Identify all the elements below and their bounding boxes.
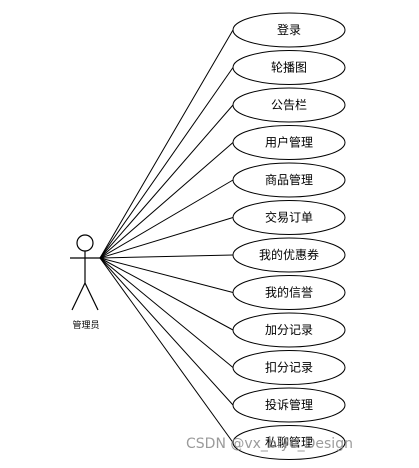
association-line: [99, 257, 234, 293]
use-case-ellipse: [232, 50, 346, 85]
association-lines: [99, 29, 234, 443]
use-case: 投诉管理: [232, 387, 346, 423]
association-line: [99, 217, 234, 259]
use-case: 登录: [232, 12, 346, 48]
use-case: 交易订单: [232, 200, 346, 235]
use-case-ellipse: [232, 12, 346, 48]
use-case-ellipse: [232, 125, 346, 160]
use-case-ellipse: [232, 387, 346, 423]
actor-head: [76, 234, 94, 252]
association-line: [99, 179, 234, 259]
use-case: 私聊管理: [232, 425, 346, 460]
use-case-label: 私聊管理: [265, 435, 313, 450]
use-case-label: 我的优惠券: [259, 247, 319, 262]
use-case-label: 公告栏: [271, 97, 307, 112]
use-case: 轮播图: [232, 50, 346, 85]
use-case-ellipse: [232, 350, 346, 385]
use-case: 用户管理: [232, 125, 346, 160]
use-case-ellipse: [232, 200, 346, 235]
association-line: [99, 104, 234, 259]
use-case-ellipse: [232, 312, 346, 348]
association-line: [99, 257, 234, 406]
association-line: [99, 257, 234, 368]
use-case-label: 我的信誉: [265, 285, 313, 300]
association-line: [99, 67, 234, 259]
use-case: 扣分记录: [232, 350, 346, 385]
use-case-ellipse: [232, 237, 346, 273]
use-cases: 登录轮播图公告栏用户管理商品管理交易订单我的优惠券我的信誉加分记录扣分记录投诉管…: [232, 12, 346, 460]
association-line: [99, 257, 234, 443]
use-case-label: 投诉管理: [265, 397, 313, 412]
actor-left-leg: [71, 282, 86, 311]
use-case-label: 交易订单: [265, 210, 313, 225]
association-line: [99, 254, 234, 259]
use-case-label: 轮播图: [271, 61, 307, 75]
use-case-ellipse: [232, 162, 346, 198]
association-line: [99, 142, 234, 259]
use-case-label: 用户管理: [265, 135, 313, 150]
use-case-ellipse: [232, 87, 346, 123]
association-line: [99, 257, 234, 331]
use-case-label: 加分记录: [265, 323, 313, 337]
watermark: CSDN @vx_biye_Design: [186, 436, 353, 452]
use-case-ellipse: [232, 275, 346, 310]
use-case: 我的信誉: [232, 275, 346, 310]
use-case-label: 登录: [277, 22, 301, 37]
use-case-label: 商品管理: [265, 172, 313, 187]
use-case: 商品管理: [232, 162, 346, 198]
actor-label: 管理员: [72, 319, 99, 331]
actor-right-leg: [84, 282, 99, 311]
use-case: 公告栏: [232, 87, 346, 123]
use-case: 我的优惠券: [232, 237, 346, 273]
actor-admin: 管理员: [70, 234, 100, 331]
use-case-label: 扣分记录: [265, 361, 313, 375]
use-case-ellipse: [232, 425, 346, 460]
use-case: 加分记录: [232, 312, 346, 348]
association-line: [99, 29, 234, 259]
